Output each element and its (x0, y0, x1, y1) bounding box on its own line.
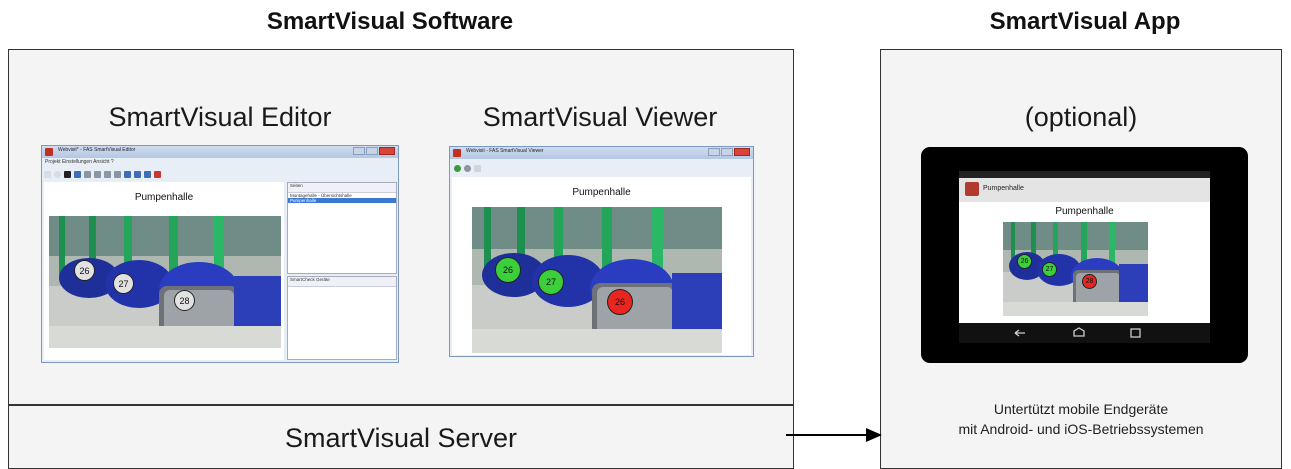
maximize-icon[interactable] (721, 148, 733, 156)
editor-titlebar: Webvisit* - FAS SmartVisual Editor (42, 146, 398, 158)
minimize-icon[interactable] (708, 148, 720, 156)
import-icon[interactable] (134, 170, 141, 178)
delete-icon[interactable] (154, 170, 161, 178)
sensor-marker[interactable]: 28 (174, 290, 195, 311)
align-right-icon[interactable] (104, 170, 111, 178)
page-list-item[interactable]: Pumpenhalle (288, 198, 396, 203)
window-controls (708, 148, 750, 157)
home-nav-icon[interactable] (1073, 327, 1085, 337)
app-logo-icon (45, 148, 53, 156)
sensor-marker[interactable]: 26 (607, 289, 633, 315)
distribute-icon[interactable] (114, 170, 121, 178)
sensor-marker[interactable]: 27 (1042, 262, 1057, 277)
app-bar: Pumpenhalle (959, 178, 1210, 202)
align-left-icon[interactable] (84, 170, 91, 178)
editor-window-title: Webvisit* - FAS SmartVisual Editor (58, 147, 136, 153)
editor-pump-photo (49, 216, 281, 348)
tablet-device: Pumpenhalle Pumpenhalle 26 (921, 147, 1248, 363)
back-icon[interactable] (454, 164, 461, 172)
text-icon[interactable] (64, 170, 71, 178)
viewer-page-label: Pumpenhalle (572, 187, 631, 198)
viewer-toolbar (454, 162, 481, 174)
forward-icon[interactable] (464, 164, 471, 172)
app-page-label: Pumpenhalle (1055, 206, 1114, 217)
save-icon[interactable] (124, 170, 131, 178)
app-icon (965, 182, 979, 196)
editor-window: Webvisit* - FAS SmartVisual Editor Proje… (41, 145, 399, 363)
sensor-marker[interactable]: 26 (74, 260, 95, 281)
optional-label: (optional) (1024, 102, 1138, 132)
app-heading: SmartVisual App (989, 8, 1181, 35)
app-pump-photo (1003, 222, 1148, 316)
back-nav-icon[interactable] (1014, 329, 1025, 337)
android-nav-bar (959, 323, 1210, 343)
close-icon[interactable] (734, 148, 750, 156)
fit-icon[interactable] (474, 164, 481, 172)
sensor-marker[interactable]: 28 (1082, 274, 1097, 289)
viewer-titlebar: Webvisit - FAS SmartVisual Viewer (450, 147, 753, 159)
devices-panel: SmartCheck Geräte (287, 276, 397, 360)
server-label: SmartVisual Server (284, 423, 518, 453)
sensor-marker[interactable]: 27 (538, 269, 564, 295)
recents-nav-icon[interactable] (1130, 328, 1141, 338)
maximize-icon[interactable] (366, 147, 378, 155)
window-controls (353, 147, 395, 156)
support-text-line2: mit Android- und iOS-Betriebssystemen (958, 421, 1204, 437)
editor-title: SmartVisual Editor (108, 102, 332, 132)
app-bar-title: Pumpenhalle (983, 185, 1024, 192)
pages-panel: Seiten Montagehalle - Übersichtshalle Pu… (287, 182, 397, 274)
arrow-right-icon (786, 425, 882, 445)
editor-toolbar (44, 168, 161, 180)
viewer-title: SmartVisual Viewer (482, 102, 718, 132)
pages-panel-title: Seiten (288, 183, 396, 193)
tablet-screen: Pumpenhalle Pumpenhalle 26 (959, 171, 1210, 343)
editor-page-label: Pumpenhalle (134, 192, 194, 203)
image-icon[interactable] (74, 170, 81, 178)
circle-icon[interactable] (54, 170, 61, 178)
viewer-window: Webvisit - FAS SmartVisual Viewer Pumpen… (449, 146, 754, 357)
status-bar (959, 171, 1210, 178)
new-icon[interactable] (44, 170, 51, 178)
viewer-canvas[interactable]: Pumpenhalle 26 27 26 (452, 177, 751, 355)
sensor-marker[interactable]: 27 (113, 273, 134, 294)
app-logo-icon (453, 149, 461, 157)
page-list-item[interactable]: Montagehalle - Übersichtshalle (290, 193, 352, 198)
close-icon[interactable] (379, 147, 395, 155)
software-heading: SmartVisual Software (266, 8, 514, 35)
viewer-window-title: Webvisit - FAS SmartVisual Viewer (466, 148, 544, 154)
editor-menubar[interactable]: Projekt Einstellungen Ansicht ? (45, 159, 114, 165)
support-text-line1: Untertützt mobile Endgeräte (993, 401, 1169, 417)
sensor-marker[interactable]: 26 (495, 257, 521, 283)
align-center-icon[interactable] (94, 170, 101, 178)
export-icon[interactable] (144, 170, 151, 178)
editor-canvas[interactable]: Pumpenhalle 26 27 28 (44, 182, 284, 360)
devices-panel-title: SmartCheck Geräte (288, 277, 396, 287)
minimize-icon[interactable] (353, 147, 365, 155)
server-divider (8, 404, 794, 406)
sensor-marker[interactable]: 26 (1017, 254, 1032, 269)
